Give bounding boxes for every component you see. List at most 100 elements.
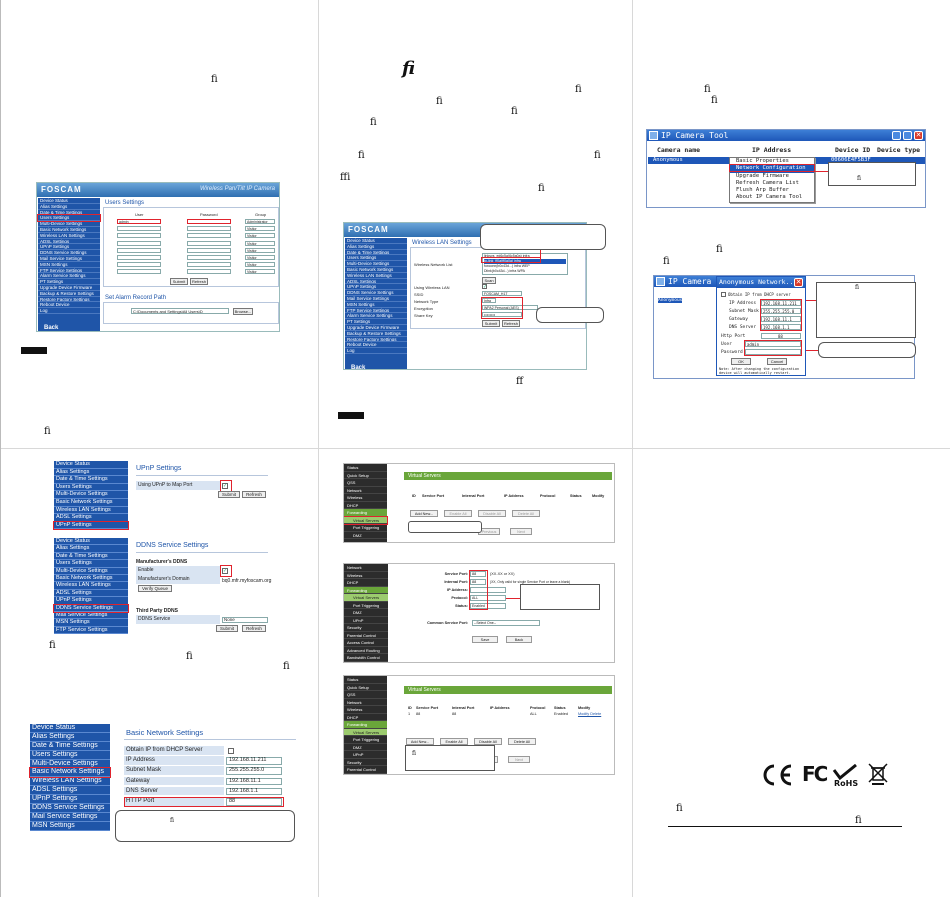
menu-refresh-list[interactable]: Refresh Camera List	[736, 179, 799, 186]
user-name-input[interactable]: admin	[117, 219, 161, 224]
user-password-input[interactable]	[187, 233, 231, 239]
menu-item[interactable]: DMZ	[344, 532, 387, 539]
password-input[interactable]	[745, 349, 801, 355]
basic-net-input[interactable]: 88	[226, 798, 282, 806]
back-link[interactable]: Back	[44, 324, 59, 331]
add-new-button[interactable]: Add New...	[406, 738, 434, 745]
network-entry[interactable]: foxconn(b0c43d...) infra WEP	[484, 264, 530, 268]
menu-item[interactable]: Alias Settings	[30, 733, 110, 742]
refresh-button[interactable]: Refresh	[190, 278, 208, 285]
menu-item[interactable]: Device Status	[30, 724, 110, 733]
menu-item[interactable]: Restore Factory Settings	[38, 297, 100, 303]
user-password-input[interactable]	[187, 262, 231, 268]
network-entry-selected[interactable]: tp-link_ff0a(ff0a0a) infra	[484, 259, 566, 264]
maximize-button[interactable]	[903, 131, 912, 140]
menu-item[interactable]: Port Triggering	[344, 602, 388, 609]
disable-all-button[interactable]: Disable All	[478, 510, 506, 517]
delete-all-button[interactable]: Delete All	[508, 738, 536, 745]
menu-item[interactable]: ADSL Settings	[54, 514, 128, 522]
close-button[interactable]: ✕	[794, 278, 803, 287]
port-input[interactable]: 88	[761, 333, 801, 339]
protocol-select[interactable]: ALL	[470, 595, 506, 601]
user-name-input[interactable]	[117, 226, 161, 232]
menu-item[interactable]: Date & Time Settings	[38, 210, 100, 216]
menu-item[interactable]: PT Settings	[345, 319, 407, 325]
menu-item[interactable]: Users Settings	[54, 484, 128, 492]
user-group-select[interactable]: Visitor	[245, 226, 275, 232]
refresh-button[interactable]: Refresh	[242, 491, 266, 498]
menu-item-ddns[interactable]: DDNS Service Settings	[53, 603, 129, 613]
share-key-input[interactable]: ••••••••	[482, 312, 522, 317]
menu-item[interactable]: DMZ	[344, 744, 387, 751]
menu-item[interactable]: Status	[344, 676, 387, 684]
menu-item[interactable]: Users Settings	[30, 751, 110, 760]
mask-input[interactable]: 255.255.255.0	[761, 308, 801, 314]
internal-port-input[interactable]: 88	[470, 579, 486, 585]
network-entry[interactable]: linksys_ed6c5a(6c5a0a) infra	[484, 254, 530, 258]
menu-item[interactable]: Mail Service Settings	[345, 296, 407, 302]
menu-item[interactable]: Alias Settings	[54, 545, 128, 553]
menu-item[interactable]: DHCP	[344, 502, 387, 509]
menu-upgrade-firmware[interactable]: Upgrade Firmware	[736, 172, 789, 179]
menu-item[interactable]: Alarm Service Settings	[38, 273, 100, 280]
next-button[interactable]: Next	[508, 756, 530, 763]
menu-item[interactable]: QSS	[344, 691, 387, 699]
user-password-input[interactable]	[187, 240, 231, 246]
user-password-input[interactable]	[187, 269, 231, 275]
menu-item[interactable]: FTP Service Settings	[345, 308, 407, 314]
menu-item[interactable]: Bandwidth Control	[344, 654, 388, 662]
alarm-path-input[interactable]: C:\Documents and Settings\All Users\D	[131, 308, 229, 314]
menu-item[interactable]: Access Control	[344, 639, 388, 647]
ddns-service-select[interactable]: None	[222, 617, 268, 623]
menu-item[interactable]: Upgrade Device Firmware	[345, 325, 407, 331]
user-name-input[interactable]	[117, 240, 161, 246]
menu-item-virtual-servers[interactable]: Virtual Servers	[344, 594, 388, 602]
menu-item-forwarding[interactable]: Forwarding	[344, 721, 387, 729]
menu-item[interactable]: Upgrade Device Firmware	[38, 285, 100, 291]
upnp-checkbox[interactable]: ✓	[222, 483, 228, 489]
scan-button[interactable]: Scan	[482, 277, 496, 284]
menu-network-configuration[interactable]: Network Configuration	[730, 165, 814, 173]
menu-item[interactable]: MSN Settings	[54, 619, 128, 627]
modify-link[interactable]: Modify Delete	[578, 712, 602, 716]
dns-input[interactable]: 192.168.1.1	[761, 324, 801, 330]
menu-item[interactable]: FTP Service Settings	[38, 268, 100, 274]
user-name-input[interactable]	[117, 262, 161, 268]
user-input[interactable]: admin	[745, 341, 801, 347]
menu-item[interactable]: QSS	[344, 479, 387, 487]
ip-address-input[interactable]	[470, 587, 506, 593]
enable-all-button[interactable]: Enable All	[440, 738, 468, 745]
menu-item[interactable]: Port Triggering	[344, 524, 387, 532]
menu-item[interactable]: Mail Service Settings	[54, 612, 128, 620]
menu-item[interactable]: Parental Control	[344, 766, 387, 774]
menu-item[interactable]: Device Status	[345, 238, 407, 244]
menu-item-forwarding[interactable]: Forwarding	[344, 509, 387, 517]
menu-item[interactable]: Device Status	[54, 538, 128, 546]
menu-item[interactable]: UPnP Settings	[30, 795, 110, 805]
menu-item-wlan[interactable]: Wireless LAN Settings	[345, 273, 407, 279]
verify-button[interactable]: Verify Queue	[138, 585, 172, 592]
menu-item[interactable]: DHCP	[344, 579, 388, 587]
menu-item[interactable]: UPnP Settings	[38, 244, 100, 251]
menu-item[interactable]: Quick Setup	[344, 684, 387, 691]
menu-item[interactable]: Wireless LAN Settings	[54, 582, 128, 590]
using-wlan-checkbox[interactable]: ✓	[482, 284, 488, 290]
menu-item[interactable]: Backup & Restore Settings	[345, 331, 407, 337]
network-type-select[interactable]: Infra	[482, 298, 496, 303]
menu-item[interactable]: Wireless	[344, 494, 387, 502]
back-link[interactable]: Back	[351, 364, 366, 370]
ddns-enable-checkbox[interactable]: ✓	[222, 568, 228, 574]
menu-item[interactable]: Alias Settings	[345, 244, 407, 250]
menu-item-forwarding[interactable]: Forwarding	[344, 586, 388, 594]
menu-item[interactable]: MSN Settings	[30, 822, 110, 831]
close-button[interactable]: ✕	[914, 131, 923, 140]
refresh-button[interactable]: Refresh	[502, 320, 520, 327]
menu-item[interactable]: Reboot Device	[345, 342, 407, 349]
network-entry[interactable]: Dlink(b0c43d...) infra WPA	[484, 269, 525, 273]
user-group-select[interactable]: Visitor	[245, 255, 275, 260]
menu-item[interactable]: Reboot Device	[38, 302, 100, 309]
menu-item[interactable]: Port Triggering	[344, 736, 387, 744]
refresh-button[interactable]: Refresh	[242, 625, 266, 632]
user-group-select[interactable]: Administrator	[245, 219, 275, 224]
menu-item[interactable]: Status	[344, 464, 387, 472]
